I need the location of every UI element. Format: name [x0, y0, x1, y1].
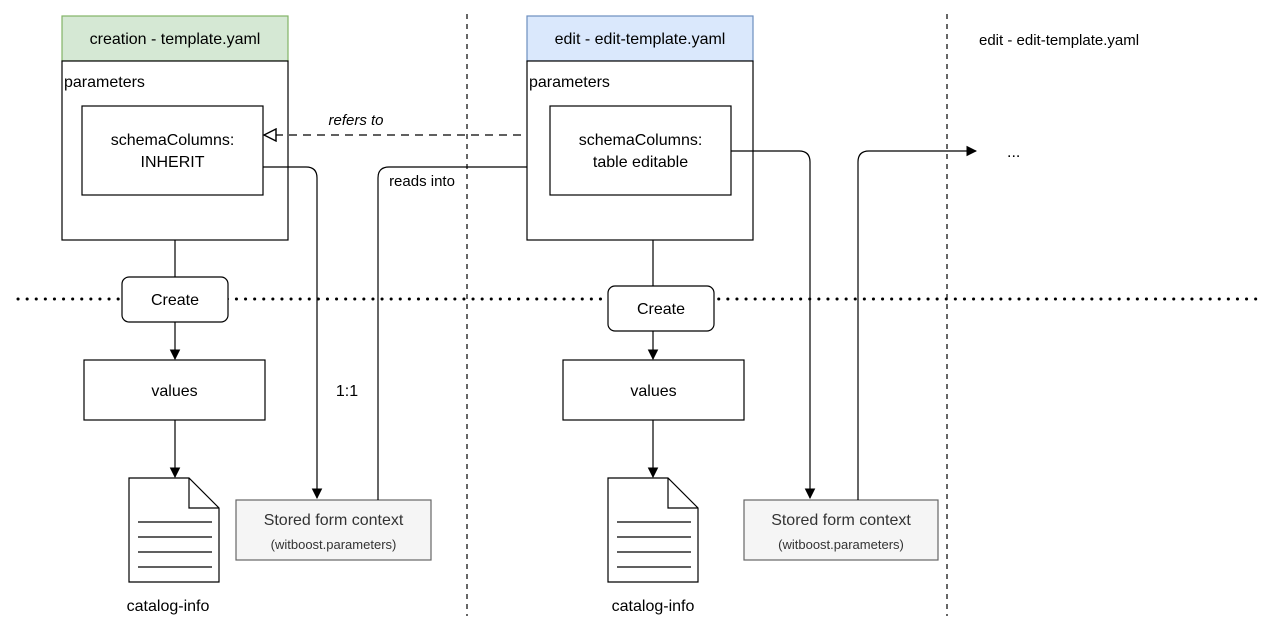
reads-into-label: reads into: [389, 173, 455, 190]
stored-to-next-arrow: [857, 145, 978, 500]
creation-header: [61, 15, 289, 62]
refers-to-label: refers to: [328, 112, 383, 129]
edit-values-box: [562, 359, 745, 421]
document-icon: [128, 477, 220, 583]
creation-schema-line2: INHERIT: [141, 154, 205, 171]
edit-stored-context-box: [743, 499, 939, 561]
creation-schema-box: [81, 105, 264, 196]
creation-create-label: Create: [151, 292, 199, 309]
creation-stored-line2: (witboost.parameters): [271, 537, 397, 552]
edit-schema-line1: schemaColumns:: [579, 132, 703, 149]
edit-stored-line1: Stored form context: [771, 512, 911, 529]
edit-values-label: values: [630, 383, 676, 400]
edit-create-label: Create: [637, 301, 685, 318]
edit-title: edit - edit-template.yaml: [555, 31, 726, 48]
creation-schema-line1: schemaColumns:: [111, 132, 235, 149]
document-icon: [607, 477, 699, 583]
edit-catalog-label: catalog-info: [612, 598, 695, 615]
edit-create-button[interactable]: [607, 285, 715, 332]
creation-column: creation - template.yaml parameters sche…: [61, 15, 432, 615]
creation-stored-context-box: [235, 499, 432, 561]
edit-column: edit - edit-template.yaml parameters sch…: [526, 15, 939, 615]
one-to-one-label: 1:1: [336, 383, 358, 400]
creation-title: creation - template.yaml: [90, 31, 261, 48]
reads-into-arrow: [377, 161, 551, 500]
edit-schema-line2: table editable: [593, 154, 688, 171]
next-column-ellipsis: ...: [1007, 144, 1020, 161]
next-column-title: edit - edit-template.yaml: [979, 32, 1139, 49]
creation-parameters-label: parameters: [64, 74, 145, 91]
creation-stored-line1: Stored form context: [264, 512, 404, 529]
creation-schema-to-stored-arrow: [263, 166, 323, 500]
edit-schema-to-stored-arrow: [731, 150, 816, 500]
edit-schema-box: [549, 105, 732, 196]
edit-parameters-label: parameters: [529, 74, 610, 91]
creation-catalog-label: catalog-info: [127, 598, 210, 615]
creation-values-label: values: [151, 383, 197, 400]
edit-stored-line2: (witboost.parameters): [778, 537, 904, 552]
